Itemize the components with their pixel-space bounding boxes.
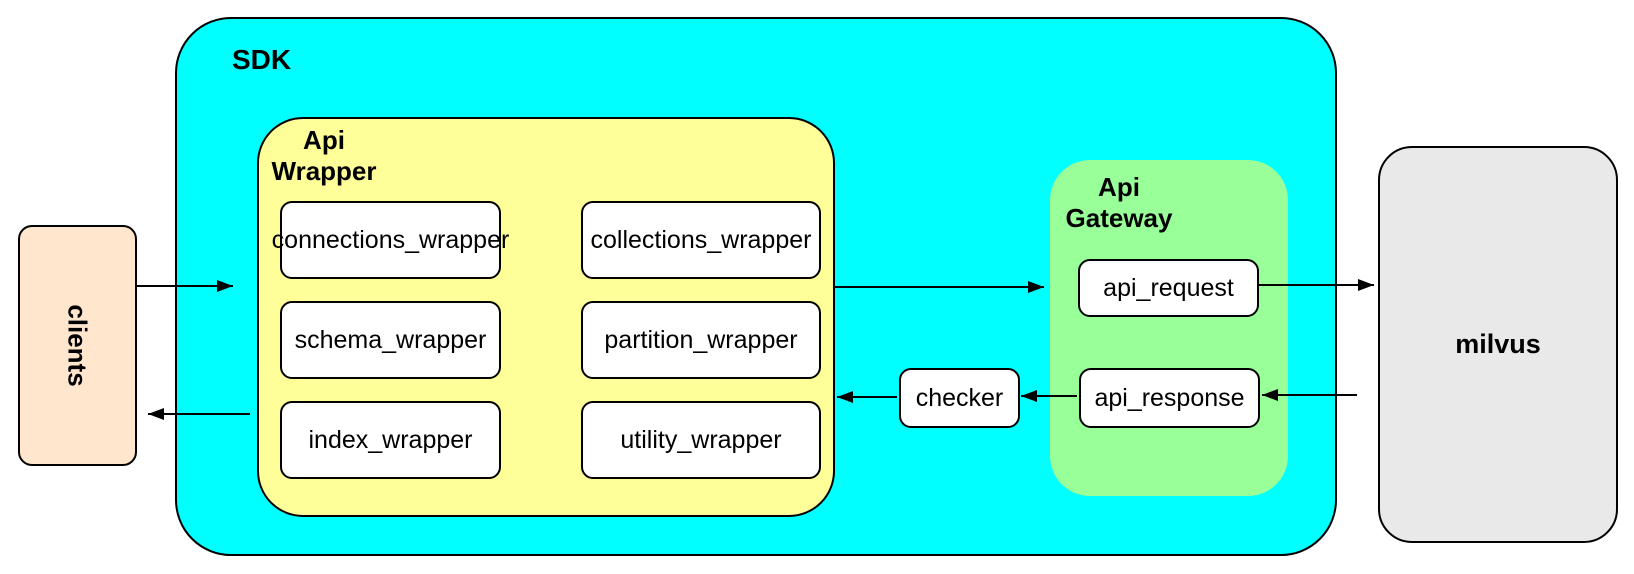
node-api-request: api_request [1078,259,1259,317]
node-collections-wrapper: collections_wrapper [581,201,821,279]
node-index-wrapper: index_wrapper [280,401,501,479]
utility-wrapper-label: utility_wrapper [620,425,782,454]
api-request-label: api_request [1103,273,1234,302]
node-clients: clients [18,225,137,466]
node-checker: checker [899,368,1020,428]
node-utility-wrapper: utility_wrapper [581,401,821,479]
index-wrapper-label: index_wrapper [308,425,473,454]
node-partition-wrapper: partition_wrapper [581,301,821,379]
connections-wrapper-label: connections_wrapper [271,225,510,254]
api-response-label: api_response [1094,383,1245,412]
api-wrapper-label: Api Wrapper [271,125,377,186]
node-sdk: SDK Api Wrapper connections_wrapper coll… [175,17,1337,556]
schema-wrapper-label: schema_wrapper [294,325,487,354]
milvus-label: milvus [1455,328,1541,359]
node-connections-wrapper: connections_wrapper [272,201,509,279]
node-milvus: milvus [1378,146,1618,543]
node-schema-wrapper: schema_wrapper [280,301,501,379]
sdk-label: SDK [232,44,292,75]
clients-label: clients [63,304,93,387]
collections-wrapper-label: collections_wrapper [590,225,812,254]
partition-wrapper-label: partition_wrapper [604,325,798,354]
node-api-response: api_response [1079,368,1260,428]
checker-label: checker [915,383,1004,412]
node-api-gateway: Api Gateway api_request api_response [1050,160,1288,496]
node-api-wrapper: Api Wrapper connections_wrapper collecti… [257,117,835,517]
api-gateway-label: Api Gateway [1065,172,1173,233]
